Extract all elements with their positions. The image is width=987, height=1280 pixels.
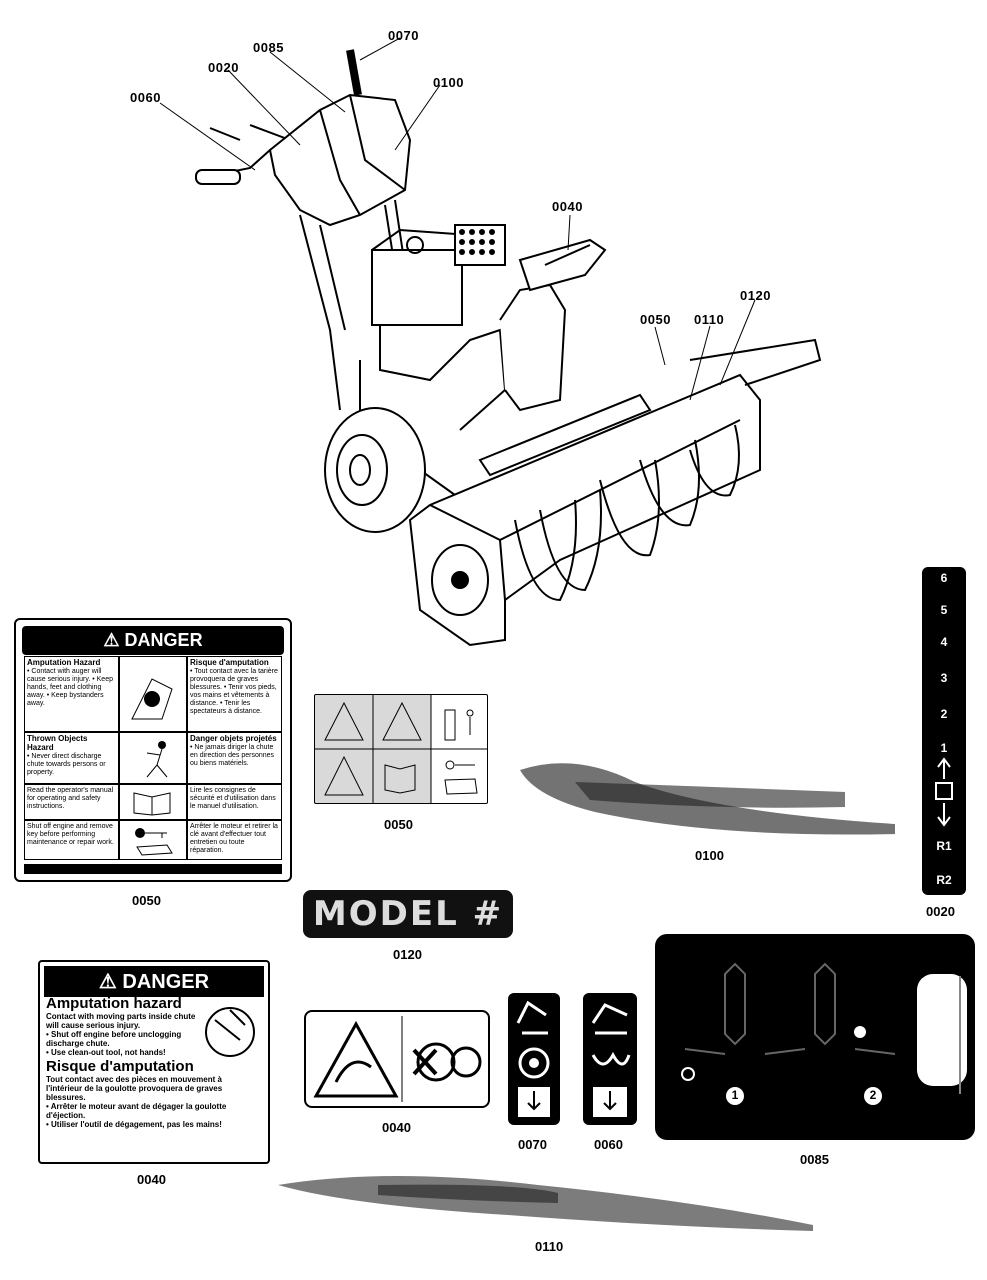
caption-0050-big: 0050 xyxy=(132,893,161,908)
danger-header-0040: ⚠ DANGER xyxy=(44,966,264,997)
thrown-objects-icon xyxy=(119,732,187,784)
thrown-objects-text-fr: Danger objets projetés• Ne jamais dirige… xyxy=(187,732,282,784)
dash-panel-graphics xyxy=(681,962,967,1105)
shift-decal-0020: 6 5 4 3 2 1 R1 R2 xyxy=(922,567,966,895)
shift-position-r1: R1 xyxy=(936,839,952,853)
caption-0110: 0110 xyxy=(535,1239,564,1254)
read-manual-text-fr: Lire les consignes de sécurité et d'util… xyxy=(187,784,282,820)
shift-position-5: 5 xyxy=(940,603,948,617)
callout-0120: 0120 xyxy=(740,288,771,303)
shift-position-1: 1 xyxy=(940,741,948,755)
dash-panel-decal-0085: 1 2 xyxy=(655,934,975,1140)
caption-0085: 0085 xyxy=(800,1152,829,1167)
caption-0040-small: 0040 xyxy=(382,1120,411,1135)
callout-0050: 0050 xyxy=(640,312,671,327)
safety-icons-decal-0050 xyxy=(314,694,488,804)
read-manual-text-en: Read the operator's manual for operating… xyxy=(24,784,119,820)
hazard-text-en: Contact with moving parts inside chute w… xyxy=(46,1012,196,1030)
caption-0100: 0100 xyxy=(695,848,724,863)
hazard-title-fr: Risque d'amputation xyxy=(46,1058,194,1075)
control-number-1: 1 xyxy=(731,1088,739,1102)
caption-0040-big: 0040 xyxy=(137,1172,166,1187)
caption-0020: 0020 xyxy=(926,904,955,919)
danger-decal-0040: ⚠ DANGER Amputation hazard Contact with … xyxy=(38,960,270,1164)
control-decal-0060 xyxy=(583,993,637,1125)
hazard-bullet-en-1: • Shut off engine before unclogging disc… xyxy=(46,1030,182,1048)
caption-0070: 0070 xyxy=(518,1137,547,1152)
shift-position-2: 2 xyxy=(940,707,948,721)
shift-position-6: 6 xyxy=(940,571,948,585)
callout-0100: 0100 xyxy=(433,75,464,90)
shift-arrows-icon xyxy=(935,757,953,827)
hazard-bullet-fr-1: • Arrêter le moteur avant de dégager la … xyxy=(46,1102,227,1120)
hazard-text-fr: Tout contact avec des pièces en mouvemen… xyxy=(46,1075,223,1102)
key-icon xyxy=(119,820,187,860)
decal-footer-strip xyxy=(24,864,282,874)
callout-0060: 0060 xyxy=(130,90,161,105)
shift-position-4: 4 xyxy=(940,635,948,649)
chute-warning-pictograms xyxy=(313,1016,482,1102)
callout-0020: 0020 xyxy=(208,60,239,75)
hazard-title-en: Amputation hazard xyxy=(46,995,182,1012)
callout-0040: 0040 xyxy=(552,199,583,214)
snowblower-illustration xyxy=(159,37,822,647)
control-number-2: 2 xyxy=(869,1088,877,1102)
brand-swoosh-decal-0110 xyxy=(278,1176,813,1231)
control-decal-0070 xyxy=(508,993,560,1125)
model-number-decal-0120: MODEL # xyxy=(303,890,513,938)
thrown-objects-text-en: Thrown Objects Hazard• Never direct disc… xyxy=(24,732,119,784)
hazard-text-fr: Risque d'amputation• Tout contact avec l… xyxy=(187,656,282,732)
shut-off-text-en: Shut off engine and remove key before pe… xyxy=(24,820,119,860)
auger-hazard-icon xyxy=(119,656,187,732)
chute-warning-decal-0040 xyxy=(304,1010,490,1108)
hazard-bullet-en-2: • Use clean-out tool, not hands! xyxy=(46,1048,166,1057)
auger-control-icon xyxy=(516,1000,550,1117)
safety-pictograms xyxy=(315,695,487,803)
caption-0120: 0120 xyxy=(393,947,422,962)
chute-hazard-icon xyxy=(205,1007,255,1057)
drive-control-icon xyxy=(591,1003,631,1117)
shut-off-text-fr: Arrêter le moteur et retirer la clé avan… xyxy=(187,820,282,860)
caption-0050-small: 0050 xyxy=(384,817,413,832)
shift-position-r2: R2 xyxy=(936,873,952,887)
hazard-bullet-fr-2: • Utiliser l'outil de dégagement, pas le… xyxy=(46,1120,222,1129)
callout-0110: 0110 xyxy=(694,312,725,327)
model-label: MODEL # xyxy=(312,894,504,934)
callout-0085: 0085 xyxy=(253,40,284,55)
shift-position-3: 3 xyxy=(940,671,948,685)
manual-book-icon xyxy=(119,784,187,820)
callout-0070: 0070 xyxy=(388,28,419,43)
caption-0060: 0060 xyxy=(594,1137,623,1152)
brand-swoosh-decal-0100 xyxy=(520,763,895,835)
hazard-text-en: Amputation Hazard• Contact with auger wi… xyxy=(24,656,119,732)
danger-header: ⚠ DANGER xyxy=(22,626,284,655)
danger-decal-0050: ⚠ DANGER Amputation Hazard• Contact with… xyxy=(14,618,292,882)
